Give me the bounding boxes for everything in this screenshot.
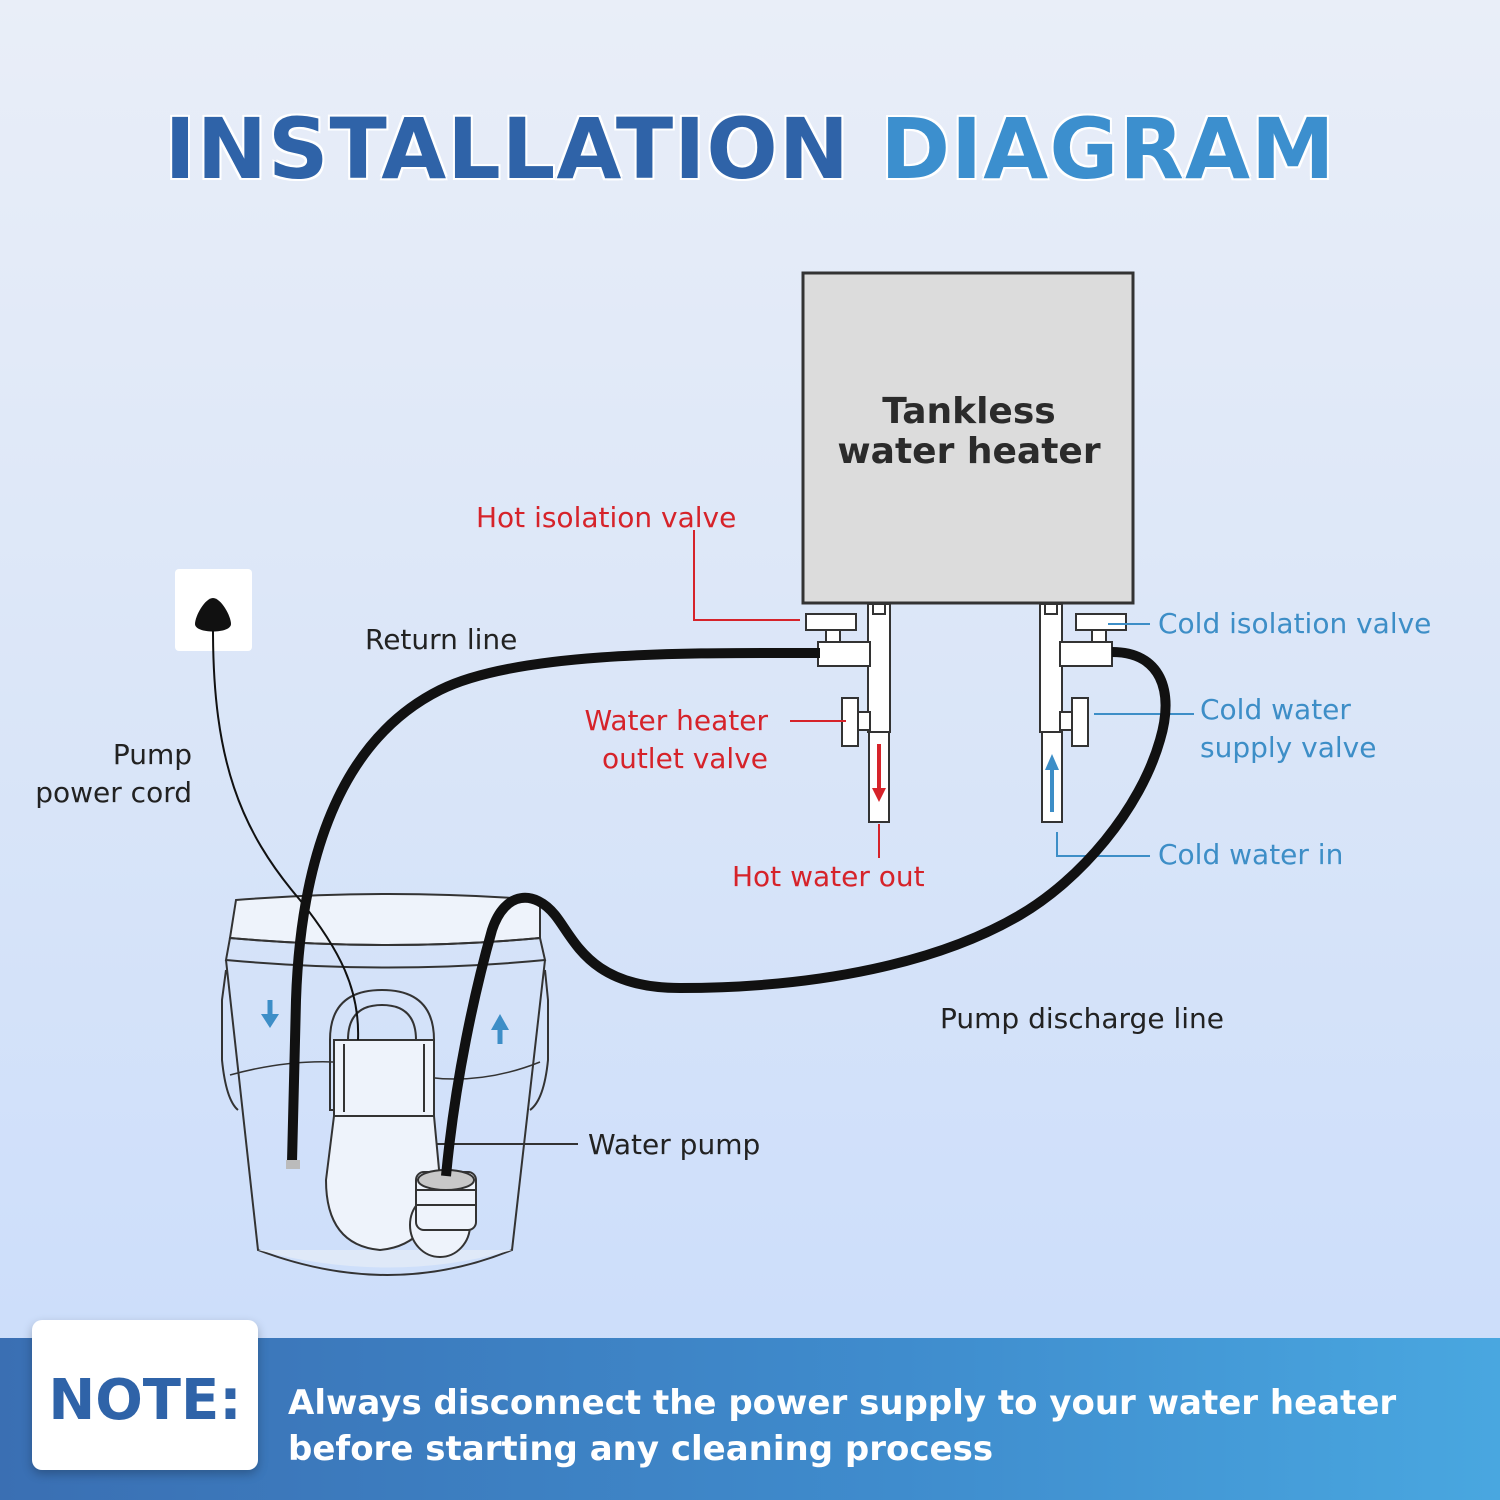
leader-hot-isolation — [693, 530, 800, 621]
hot-flow-arrow-icon — [872, 744, 886, 802]
label-outlet-valve: Water heater outlet valve — [540, 702, 768, 778]
pump-power-cord — [212, 629, 360, 1041]
heater-label-line2: water heater — [837, 431, 1101, 472]
label-cold-supply-line2: supply valve — [1200, 731, 1377, 764]
label-power-cord-line2: power cord — [35, 776, 192, 809]
return-line-hose — [287, 647, 821, 1163]
label-outlet-valve-line1: Water heater — [584, 704, 768, 737]
label-water-pump: Water pump — [588, 1128, 761, 1161]
note-label: NOTE: — [48, 1368, 242, 1433]
label-hot-water-out: Hot water out — [732, 860, 925, 893]
page-title: INSTALLATION DIAGRAM — [0, 100, 1500, 198]
title-word-installation: INSTALLATION — [164, 100, 851, 198]
label-cold-supply-valve: Cold water supply valve — [1200, 691, 1376, 767]
label-power-cord-line1: Pump — [112, 738, 192, 771]
cold-flow-arrow-icon — [1045, 754, 1059, 812]
label-cold-isolation-valve: Cold isolation valve — [1158, 607, 1432, 640]
bucket-down-arrow-icon — [261, 1000, 279, 1028]
tankless-heater-box — [801, 271, 1135, 605]
return-line-end — [286, 1160, 300, 1169]
label-return-line: Return line — [365, 623, 518, 656]
heater-label-line1: Tankless — [882, 391, 1056, 432]
label-cold-water-in: Cold water in — [1158, 838, 1344, 871]
label-pump-discharge-line: Pump discharge line — [940, 1002, 1224, 1035]
heater-label: Tankless water heater — [804, 392, 1134, 472]
hot-side-fittings — [805, 603, 891, 823]
note-text: Always disconnect the power supply to yo… — [288, 1383, 1397, 1469]
label-outlet-valve-line2: outlet valve — [601, 742, 768, 775]
label-cold-supply-line1: Cold water — [1200, 693, 1351, 726]
bucket-up-arrow-icon — [491, 1014, 509, 1044]
label-hot-isolation-valve: Hot isolation valve — [476, 501, 737, 534]
title-word-diagram: DIAGRAM — [880, 100, 1336, 198]
note-label-box: NOTE: — [32, 1320, 258, 1470]
plug-icon — [195, 598, 231, 632]
leader-cold-water-in — [1056, 832, 1150, 857]
pump-discharge-hose — [441, 647, 1171, 1177]
label-pump-power-cord: Pump power cord — [0, 736, 192, 812]
water-pump — [324, 988, 477, 1258]
